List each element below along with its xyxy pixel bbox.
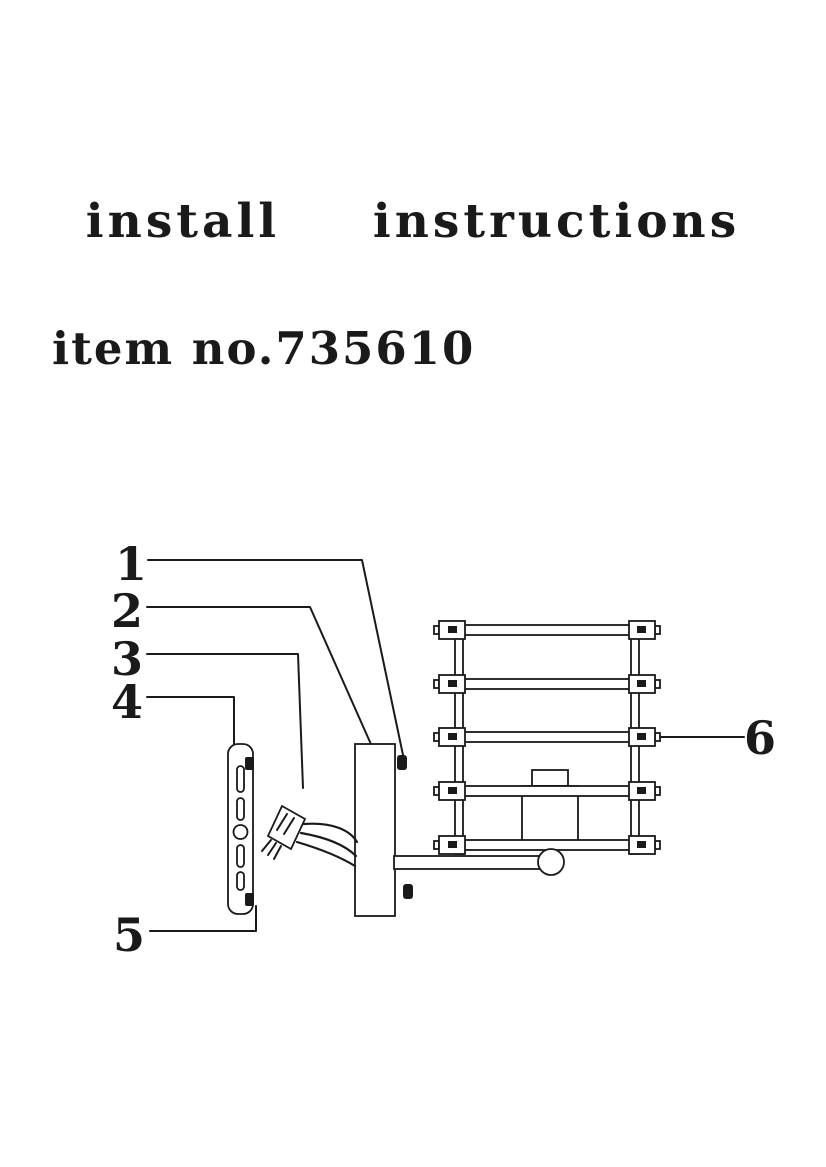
shade-slat bbox=[433, 835, 661, 855]
leader-line-5 bbox=[149, 905, 257, 932]
part-label-2: 2 bbox=[111, 584, 144, 638]
plate-slot bbox=[236, 797, 245, 821]
shade-slat bbox=[433, 727, 661, 747]
plate-slot bbox=[236, 844, 245, 868]
part-label-4: 4 bbox=[111, 675, 144, 729]
part-label-5: 5 bbox=[113, 908, 146, 962]
mounting-plate bbox=[227, 743, 254, 915]
bracket-top-screw bbox=[397, 755, 407, 770]
wire bbox=[302, 822, 359, 844]
part-label-3: 3 bbox=[111, 632, 144, 686]
part-label-6: 6 bbox=[744, 711, 777, 765]
connector-block bbox=[266, 804, 307, 851]
connector-pin bbox=[261, 839, 272, 852]
wall-bracket bbox=[354, 743, 396, 917]
wire bbox=[295, 840, 357, 868]
shade-slat bbox=[433, 674, 661, 694]
plate-slot bbox=[236, 765, 245, 793]
plate-top-screw bbox=[245, 757, 254, 770]
wire-connector bbox=[261, 804, 359, 868]
part-label-1: 1 bbox=[115, 537, 148, 591]
lamp-arm bbox=[393, 848, 565, 876]
shade-slat bbox=[433, 620, 661, 640]
leader-line-3 bbox=[146, 653, 304, 789]
leader-line-1 bbox=[147, 559, 404, 756]
lamp-holder bbox=[521, 769, 579, 844]
wire bbox=[299, 831, 358, 858]
bracket-bottom-screw bbox=[403, 884, 413, 899]
page-title: install instructions bbox=[85, 194, 741, 249]
item-number: item no.735610 bbox=[52, 322, 476, 375]
bracket-plate bbox=[354, 743, 396, 917]
plate-slot bbox=[236, 871, 245, 891]
leader-line-2 bbox=[146, 606, 375, 752]
arm-ball bbox=[537, 848, 565, 876]
connector-pin bbox=[273, 845, 282, 860]
lamp-shade bbox=[433, 620, 661, 855]
arm-bar bbox=[393, 855, 543, 870]
shade-slat bbox=[433, 781, 661, 801]
leader-lines bbox=[146, 559, 745, 932]
connector-pin bbox=[267, 842, 277, 856]
leader-line-4 bbox=[146, 696, 235, 747]
plate-bottom-screw bbox=[245, 893, 254, 906]
plate-center-hole bbox=[232, 824, 249, 840]
